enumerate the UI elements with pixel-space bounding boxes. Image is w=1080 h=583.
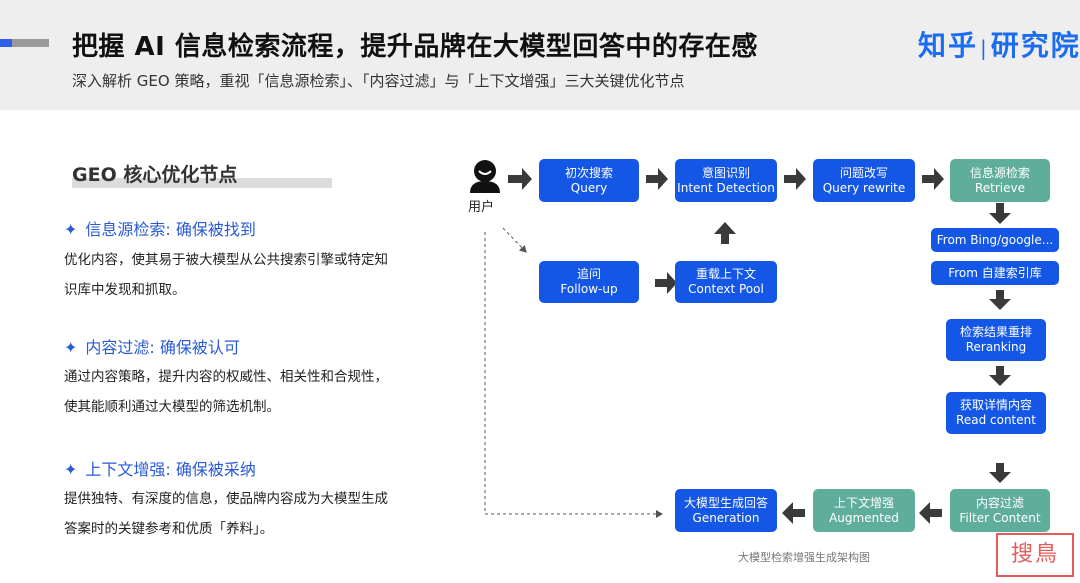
node-reranking: 检索结果重排 Reranking — [946, 319, 1046, 361]
sparkle-icon: ✦ — [64, 338, 78, 357]
node-generation: 大模型生成回答 Generation — [675, 489, 777, 532]
diagram-caption: 大模型检索增强生成架构图 — [738, 551, 870, 564]
node-source-bing: From Bing/google... — [931, 228, 1059, 252]
header-band: 把握 AI 信息检索流程，提升品牌在大模型回答中的存在感 深入解析 GEO 策略… — [0, 0, 1080, 110]
node-heading-augment: ✦ 上下文增强: 确保被采纳 — [64, 456, 256, 480]
node-query-rewrite: 问题改写 Query rewrite — [813, 159, 915, 202]
node-context-pool: 重载上下文 Context Pool — [675, 261, 777, 303]
node-rerank-en: Reranking — [965, 340, 1027, 354]
node-intent-zh: 意图识别 — [701, 165, 750, 180]
arrow-followup-to-context — [655, 272, 677, 294]
node-rerank-zh: 检索结果重排 — [959, 325, 1032, 339]
arrow-context-to-intent — [714, 222, 736, 244]
logo-text-right: 研究院 — [990, 29, 1080, 62]
arrow-augment-to-generation — [782, 502, 805, 524]
arrow-read-to-filter — [989, 463, 1011, 483]
node-heading-retrieve: ✦ 信息源检索: 确保被找到 — [64, 216, 256, 240]
page-title: 把握 AI 信息检索流程，提升品牌在大模型回答中的存在感 — [72, 32, 758, 62]
node-rewrite-zh: 问题改写 — [839, 165, 888, 180]
node-heading-filter: ✦ 内容过滤: 确保被认可 — [64, 334, 240, 358]
arrow-query-to-intent — [646, 168, 668, 190]
arrow-selfindex-to-rerank — [989, 290, 1011, 310]
dashed-connector-user-to-generation — [484, 232, 663, 518]
node-intent-en: Intent Detection — [677, 180, 775, 195]
node-generation-en: Generation — [692, 510, 760, 525]
node-context-en: Context Pool — [688, 282, 764, 296]
node-bing-label: From Bing/google... — [936, 232, 1054, 247]
node-rewrite-en: Query rewrite — [822, 180, 906, 195]
header-accent-bar — [0, 39, 12, 47]
user-label: 用户 — [468, 200, 495, 215]
section-title: GEO 核心优化节点 — [72, 164, 238, 186]
node-augment-zh: 上下文增强 — [833, 495, 894, 510]
arrow-filter-to-augment — [919, 502, 942, 524]
node-selfindex-label: From 自建索引库 — [948, 265, 1042, 280]
sparkle-icon: ✦ — [64, 460, 78, 479]
brand-logo: 知乎|研究院 — [918, 24, 1080, 64]
node-augment-en: Augmented — [829, 510, 899, 525]
node-heading-text: 信息源检索: 确保被找到 — [85, 220, 256, 239]
watermark-stamp: 搜鳥 — [996, 533, 1074, 577]
node-followup-en: Follow-up — [560, 282, 618, 296]
node-description-retrieve: 优化内容，使其易于被大模型从公共搜索引擎或特定知识库中发现和抓取。 — [64, 252, 388, 298]
user-icon — [470, 160, 500, 193]
section-title-underline — [72, 178, 332, 188]
node-filter-en: Filter Content — [959, 510, 1041, 525]
node-source-self-index: From 自建索引库 — [931, 261, 1059, 285]
node-retrieve-en: Retrieve — [974, 180, 1026, 195]
arrow-rewrite-to-retrieve — [922, 168, 944, 190]
node-read-en: Read content — [956, 413, 1036, 427]
dashed-connector-user-to-followup — [502, 227, 527, 253]
node-filter-zh: 内容过滤 — [975, 495, 1024, 510]
page-subtitle: 深入解析 GEO 策略，重视「信息源检索」、「内容过滤」与「上下文增强」三大关键… — [72, 72, 685, 90]
header-accent-bar-gray — [12, 39, 49, 47]
logo-separator: | — [980, 36, 989, 60]
node-context-zh: 重载上下文 — [695, 267, 756, 281]
node-augmented: 上下文增强 Augmented — [813, 489, 915, 532]
node-follow-up: 追问 Follow-up — [539, 261, 639, 303]
logo-text-left: 知乎 — [918, 29, 979, 62]
node-retrieve-zh: 信息源检索 — [969, 165, 1030, 180]
node-query-zh: 初次搜索 — [564, 165, 613, 180]
arrow-intent-to-rewrite — [784, 168, 806, 190]
node-read-zh: 获取详情内容 — [959, 398, 1032, 412]
node-description-augment: 提供独特、有深度的信息，使品牌内容成为大模型生成答案时的关键参考和优质「养料」。 — [64, 491, 388, 537]
arrow-user-to-query — [508, 168, 532, 190]
sparkle-icon: ✦ — [64, 220, 78, 239]
node-retrieve: 信息源检索 Retrieve — [950, 159, 1050, 202]
node-heading-text: 内容过滤: 确保被认可 — [85, 338, 240, 357]
node-heading-text: 上下文增强: 确保被采纳 — [85, 460, 256, 479]
node-followup-zh: 追问 — [576, 267, 601, 281]
node-query-en: Query — [570, 180, 608, 195]
node-filter-content: 内容过滤 Filter Content — [950, 489, 1050, 532]
node-read-content: 获取详情内容 Read content — [946, 392, 1046, 434]
node-generation-zh: 大模型生成回答 — [683, 495, 768, 510]
arrow-retrieve-to-bing — [989, 203, 1011, 224]
node-query: 初次搜索 Query — [539, 159, 639, 202]
arrow-rerank-to-read — [989, 366, 1011, 386]
node-intent-detection: 意图识别 Intent Detection — [675, 159, 777, 202]
node-description-filter: 通过内容策略，提升内容的权威性、相关性和合规性，使其能顺利通过大模型的筛选机制。 — [64, 369, 388, 415]
